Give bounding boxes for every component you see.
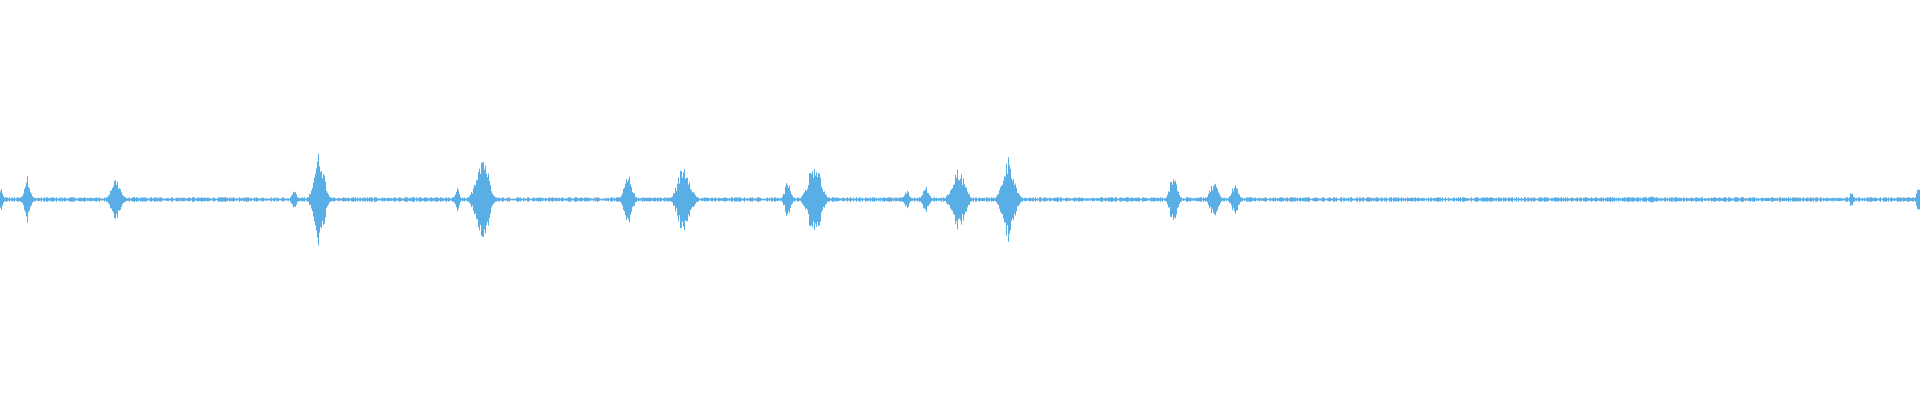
waveform-signal	[0, 153, 1920, 246]
